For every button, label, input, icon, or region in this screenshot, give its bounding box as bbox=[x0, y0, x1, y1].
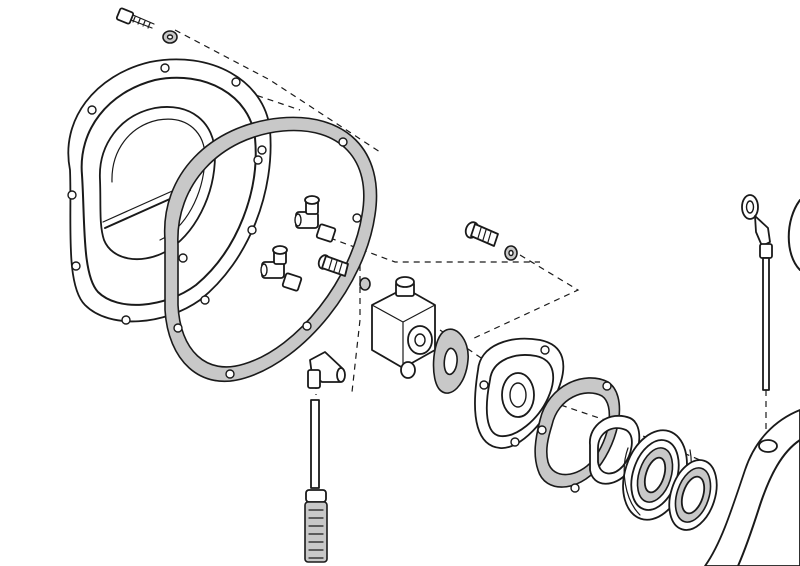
tee-fitting-upper bbox=[294, 195, 337, 243]
shaft-seal bbox=[668, 459, 718, 531]
tee-fitting-lower bbox=[260, 245, 303, 292]
cover-lock-washer bbox=[162, 30, 178, 44]
mounting-screw bbox=[317, 254, 371, 291]
suction-tube bbox=[310, 399, 320, 489]
assembly-guide-lines bbox=[174, 29, 767, 461]
housing-lock-washer bbox=[504, 245, 518, 261]
main-housing bbox=[704, 199, 800, 566]
housing-screw bbox=[464, 221, 499, 247]
dipstick bbox=[741, 194, 773, 391]
cover-gasket bbox=[163, 116, 378, 383]
elbow-fitting bbox=[307, 351, 346, 389]
cover-screw bbox=[115, 7, 155, 29]
valve-block bbox=[371, 276, 436, 379]
valve-gasket bbox=[432, 328, 469, 394]
inlet-strainer bbox=[304, 489, 328, 563]
